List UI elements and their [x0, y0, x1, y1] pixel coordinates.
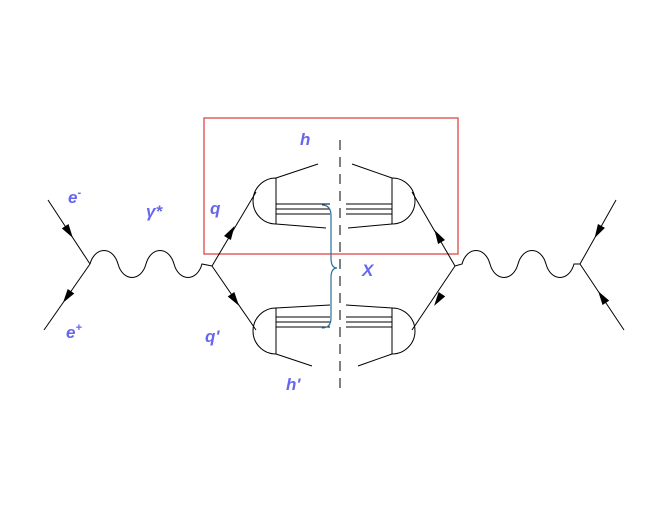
fragmentation-blob-upper-right	[346, 163, 416, 229]
antiquark-arrow-right	[430, 291, 446, 309]
photon-label: γ*	[146, 202, 163, 221]
positron-arrow-left	[59, 288, 75, 306]
photon-propagator-left	[89, 250, 213, 278]
quark-prime-label: q'	[205, 327, 220, 346]
hadron-label: h	[300, 130, 310, 149]
positron-label: e+	[66, 322, 82, 342]
fragmentation-blob-upper-left	[252, 163, 330, 229]
electron-label: e-	[68, 187, 81, 207]
quark-label: q	[210, 199, 221, 218]
electron-arrow-left	[61, 223, 77, 241]
photon-propagator-right	[454, 250, 580, 278]
fragmentation-blob-lower-right	[345, 304, 416, 367]
quark-line-left	[211, 191, 257, 267]
hadron-prime-label: h'	[286, 375, 301, 394]
fragmentation-blob-lower-left	[252, 304, 331, 367]
antiquark-line-right	[411, 265, 456, 331]
quark-arrow-right	[431, 227, 445, 245]
electron-arrow-right	[591, 223, 605, 241]
antiquark-arrow-left	[227, 291, 243, 309]
x-brace	[321, 204, 338, 329]
unobserved-state-label: X	[361, 261, 375, 280]
quark-line-right	[411, 191, 456, 267]
positron-arrow-right	[594, 288, 610, 306]
